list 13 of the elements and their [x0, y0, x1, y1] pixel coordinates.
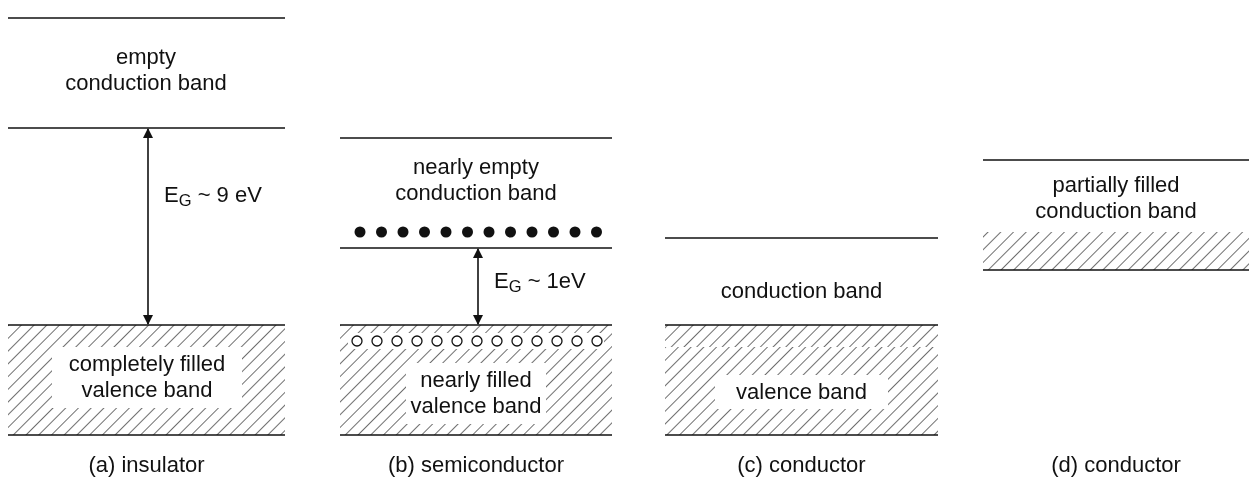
band-label: partially filled conduction band	[1034, 172, 1198, 225]
panel-caption: (d) conductor	[1050, 452, 1182, 479]
double-arrow	[473, 248, 483, 325]
band-label: valence band	[715, 375, 888, 410]
double-arrow	[143, 128, 153, 325]
band-label: conduction band	[719, 278, 884, 305]
band-label: completely filled valence band	[52, 347, 242, 408]
band-label: empty conduction band	[64, 44, 228, 97]
panel-caption: (a) insulator	[87, 452, 206, 479]
band-label: nearly filled valence band	[406, 363, 546, 424]
panel-caption: (b) semiconductor	[386, 452, 566, 479]
band-label: nearly empty conduction band	[394, 154, 558, 207]
panel-caption: (c) conductor	[736, 452, 867, 479]
